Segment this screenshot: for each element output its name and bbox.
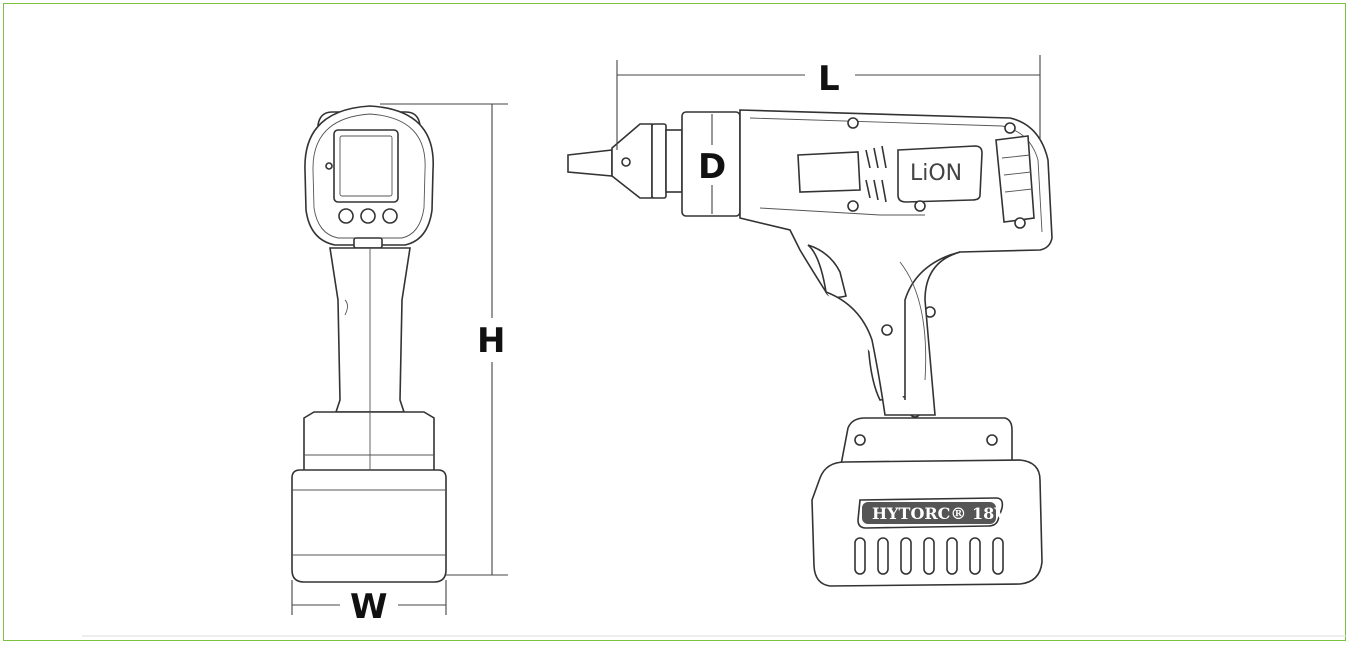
square-drive [567, 149, 613, 177]
diagram-frame [3, 3, 1346, 641]
front-view [291, 105, 447, 583]
display-screen [333, 129, 399, 203]
lion-logo: LiON [910, 161, 962, 186]
indicator-led [325, 162, 333, 170]
control-button-1 [338, 208, 354, 224]
grip [825, 251, 961, 416]
dimension-length: L [616, 55, 1041, 150]
control-button-3 [382, 208, 398, 224]
front-battery-body [291, 469, 447, 583]
label-height: H [477, 321, 505, 361]
label-length: L [818, 59, 840, 99]
side-window [797, 151, 861, 193]
dimension-width: W [291, 580, 447, 627]
control-button-2 [360, 208, 376, 224]
battery-ribs [854, 537, 1004, 575]
lion-logo-plate [897, 145, 983, 203]
label-diameter: D [698, 147, 726, 187]
label-width: W [350, 587, 388, 627]
side-battery-top [839, 417, 1013, 471]
dimension-height: H [380, 103, 508, 576]
vents [865, 145, 887, 203]
battery-label: HYTORC® 18V [872, 504, 1007, 523]
dimension-diameter: D [698, 114, 726, 214]
front-battery-top [303, 411, 435, 473]
side-view: LiON HYTORC® 18V [567, 109, 1053, 587]
